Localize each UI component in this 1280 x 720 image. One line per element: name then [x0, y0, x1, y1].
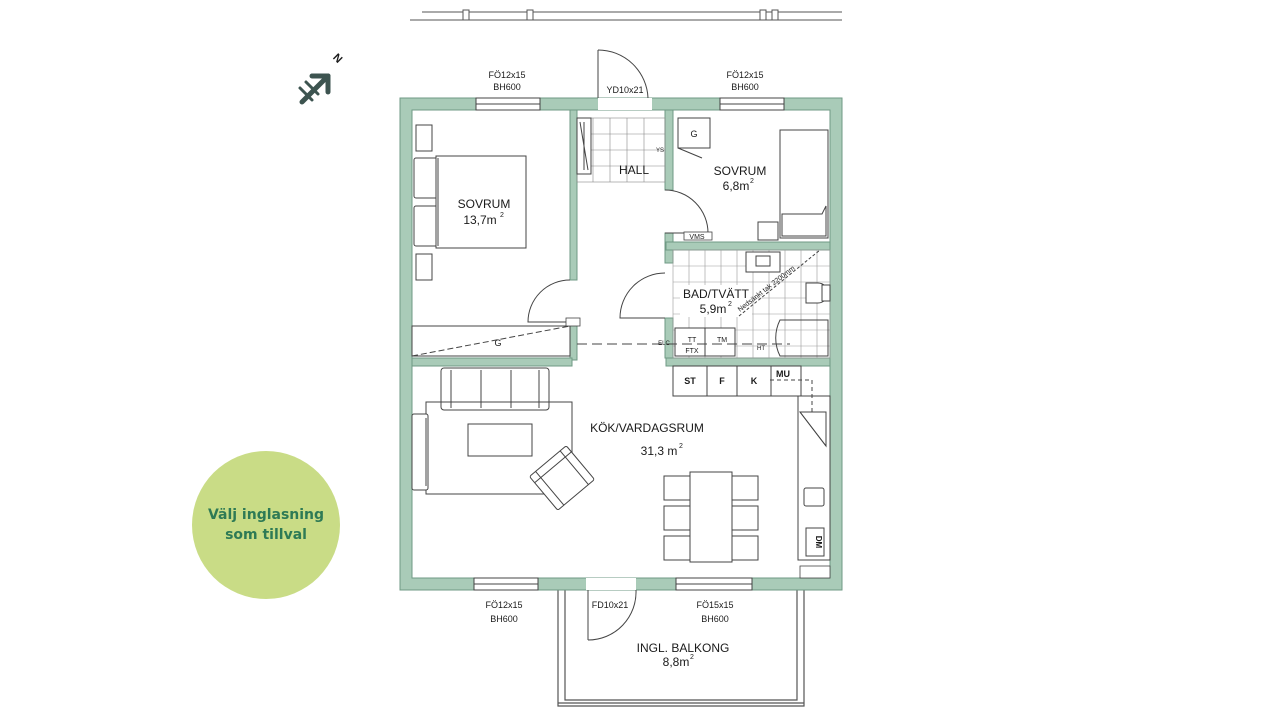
dishwasher-label: DM	[814, 536, 823, 549]
bathroom-name: BAD/TVÄTT	[683, 287, 750, 301]
window-bottom-right-height: BH600	[701, 614, 729, 624]
stove-label: ST	[684, 376, 696, 386]
badge-line-2: som tillval	[225, 527, 307, 543]
window-top-right-type: FÖ12x15	[726, 70, 763, 80]
balcony-area-sup: 2	[690, 654, 694, 661]
north-arrow-icon	[298, 73, 331, 105]
north-label: N	[330, 52, 344, 66]
bathroom-area-sup: 2	[728, 301, 732, 308]
balcony-outline	[557, 590, 805, 707]
bedroom-small-area: 6,8m	[723, 179, 750, 193]
balcony-name: INGL. BALKONG	[637, 641, 730, 655]
ys-label: YS	[656, 148, 664, 154]
bathroom-fixtures	[674, 249, 831, 357]
vms-label: VMS	[689, 234, 705, 241]
bedroom-large-area-sup: 2	[500, 212, 504, 219]
bedroom-large-furniture	[411, 124, 571, 357]
dryer-label: TT	[688, 337, 697, 344]
balcony-door[interactable]	[587, 589, 637, 641]
elc-label: ELC	[658, 341, 670, 347]
kitchen-counter	[672, 365, 831, 561]
window-bottom-left-height: BH600	[490, 614, 518, 624]
window-top-right-height: BH600	[731, 82, 759, 92]
freezer-label: K	[751, 376, 758, 386]
fridge-label: F	[719, 376, 725, 386]
bedroom-small-name: SOVRUM	[714, 164, 767, 178]
bedroom-small-furniture	[677, 117, 829, 241]
hall-tiles	[576, 117, 666, 183]
badge-line-1: Välj inglasning	[207, 507, 325, 523]
bathroom-area: 5,9m	[700, 302, 727, 316]
bedroom-small-area-sup: 2	[750, 178, 754, 185]
entry-door-label: YD10x21	[606, 85, 643, 95]
wardrobe-label: G	[690, 129, 697, 139]
balcony-door-label: FD10x21	[592, 600, 629, 610]
kitchen-living-name: KÖK/VARDAGSRUM	[590, 421, 704, 435]
hall-wardrobe	[576, 117, 592, 175]
washer-label: TM	[717, 337, 727, 344]
microwave-label: MU	[776, 369, 790, 379]
dining-set	[663, 471, 759, 563]
ftx-label: FTX	[685, 348, 699, 355]
interior-doors	[527, 189, 709, 323]
entry-door[interactable]	[597, 49, 649, 99]
balcony-area: 8,8m	[663, 655, 690, 669]
wardrobe-label-2: G	[494, 338, 501, 348]
windows	[473, 97, 785, 591]
bedroom-large-name: SOVRUM	[458, 197, 511, 211]
window-top-left-height: BH600	[493, 82, 521, 92]
ht-label: HT	[757, 346, 765, 352]
kitchen-living-area-sup: 2	[679, 443, 683, 450]
window-top-left-type: FÖ12x15	[488, 70, 525, 80]
living-room-furniture	[411, 367, 595, 510]
glazing-option-badge: Välj inglasning som tillval	[192, 451, 340, 599]
kitchen-living-area: 31,3 m	[641, 444, 678, 458]
window-bottom-right-type: FÖ15x15	[696, 600, 733, 610]
adjacent-building-outline	[410, 9, 842, 21]
bedroom-large-area: 13,7m	[463, 213, 496, 227]
hall-name: HALL	[619, 163, 649, 177]
window-bottom-left-type: FÖ12x15	[485, 600, 522, 610]
